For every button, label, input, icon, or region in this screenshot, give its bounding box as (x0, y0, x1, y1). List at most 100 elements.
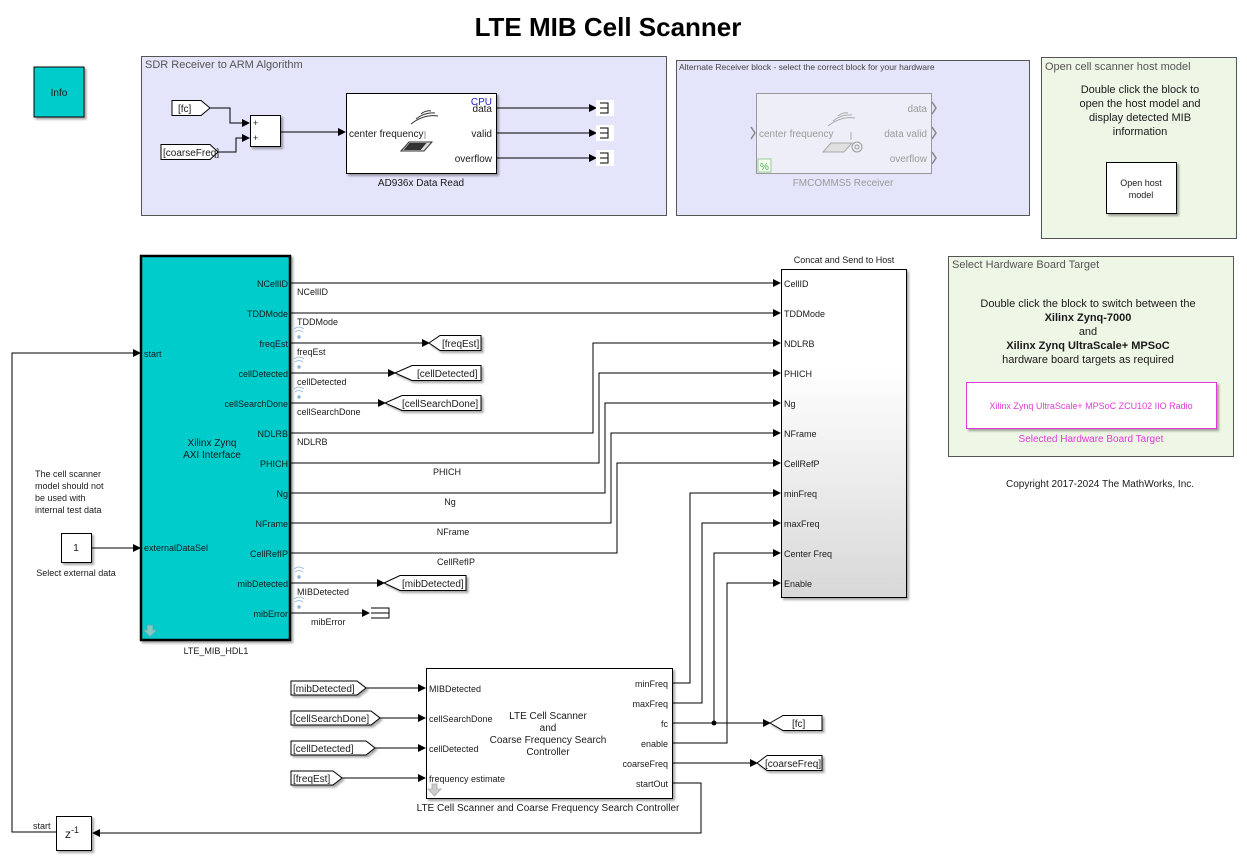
fmcomms5-block-name: FMCOMMS5 Receiver (793, 178, 894, 189)
concat-in-port-ng: Ng (784, 399, 796, 409)
signal-logging-icon (293, 356, 305, 369)
hdl-out-port-ng: Ng (276, 489, 288, 499)
concat-in-port-cellid: CellID (784, 279, 809, 289)
goto-celldetected-label: [cellDetected] (417, 369, 478, 380)
open-host-desc-3: display detected MIB (1089, 112, 1191, 124)
unit-delay-block[interactable] (56, 816, 92, 851)
branch-point (711, 720, 717, 726)
fmcomms5-out-data: data (908, 104, 928, 115)
concat-in-port-maxfreq: maxFreq (784, 519, 820, 529)
goto-fc-tag[interactable] (768, 715, 823, 731)
hdl-block-name: LTE_MIB_HDL1 (184, 646, 249, 656)
goto-cellsearchdone-tag[interactable] (383, 395, 482, 411)
fmcomms5-receiver-block[interactable] (756, 93, 932, 174)
terminator-valid[interactable] (596, 125, 614, 141)
signal-label-phich: PHICH (433, 467, 461, 477)
goto-mibdetected-tag[interactable] (382, 575, 467, 591)
hdl-out-port-mibdetected: mibDetected (237, 579, 288, 589)
down-arrow-icon (142, 624, 158, 638)
from-celldetected-tag[interactable] (290, 740, 376, 756)
constant-block[interactable] (61, 533, 92, 563)
fmcomms5-input-port-icon (750, 126, 756, 140)
note-line-3: be used with (35, 493, 86, 503)
signal-label-cellrefip: CellRefIP (437, 557, 475, 567)
from-freqest-tag[interactable] (290, 770, 343, 786)
goto-freqest-tag[interactable] (428, 335, 482, 351)
cell-scanner-controller-block[interactable] (426, 668, 673, 799)
from-fc-tag[interactable]: [fc] (171, 100, 211, 116)
sum-sign-1: + (253, 118, 258, 128)
terminator-miberror[interactable] (371, 607, 390, 619)
controller-in-port-mibdetected: MIBDetected (429, 684, 481, 694)
fmcomms5-in-center-frequency: center frequency (759, 129, 834, 140)
ad936x-out-overflow: overflow (455, 154, 493, 165)
controller-center-line-4: Controller (526, 747, 570, 758)
hdl-center-line-1: Xilinx Zynq (188, 438, 237, 449)
note-line-1: The cell scanner (35, 469, 101, 479)
sum-block[interactable] (250, 115, 281, 147)
hdl-in-externaldatasel: externalDataSel (144, 543, 208, 553)
hw-desc-zynq7000: Xilinx Zynq-7000 (1045, 312, 1132, 324)
signal-label-ng: Ng (444, 497, 456, 507)
wire-fc-to-sum (210, 107, 250, 127)
terminator-overflow[interactable] (596, 150, 614, 166)
controller-out-port-minfreq: minFreq (635, 679, 668, 689)
open-host-model-button[interactable] (1106, 162, 1177, 214)
signal-label-freqest: freqEst (297, 347, 326, 357)
concat-in-port-minfreq: minFreq (784, 489, 817, 499)
signal-logging-icon (293, 596, 305, 609)
concat-in-port-tddmode: TDDMode (784, 309, 825, 319)
svg-text:[fc]: [fc] (178, 104, 192, 115)
concat-send-to-host-block[interactable] (781, 269, 907, 598)
svg-text:[coarseFreq]: [coarseFreq] (163, 148, 219, 159)
open-host-area-title: Open cell scanner host model (1045, 61, 1191, 73)
svg-text:%: % (760, 162, 769, 173)
hardware-board-target-block[interactable] (966, 382, 1217, 429)
hdl-output-ports: NCellIDTDDModefreqEstcellDetectedcellSea… (224, 279, 288, 619)
cpu-tag: CPU (471, 97, 492, 108)
terminator-data[interactable] (596, 100, 614, 116)
wire-maxfreq (672, 519, 781, 704)
hdl-out-port-cellsearchdone: cellSearchDone (224, 399, 288, 409)
hdl-out-port-miberror: mibError (253, 609, 288, 619)
controller-center-line-1: LTE Cell Scanner (509, 711, 587, 722)
hdl-out-port-phich: PHICH (260, 459, 288, 469)
antenna-icon (399, 110, 439, 152)
goto-celldetected-tag[interactable] (393, 365, 482, 381)
antenna-gear-icon (821, 112, 863, 153)
controller-ports: MIBDetectedcellSearchDonecellDetectedfre… (429, 679, 668, 789)
wire-minfreq (672, 489, 781, 684)
signal-label-tddmode: TDDMode (297, 317, 338, 327)
lte-mib-hdl-block[interactable] (139, 254, 292, 642)
alt-area-title: Alternate Receiver block - select the co… (679, 62, 935, 72)
ad936x-in-center-frequency: center frequency (349, 129, 424, 140)
signal-label-celldetected: cellDetected (297, 377, 347, 387)
fmcomms5-output-port-icon (931, 126, 937, 140)
signal-label-mibdetected: MIBDetected (297, 587, 349, 597)
signal-label-cellsearchdone: cellSearchDone (297, 407, 361, 417)
constant-value: 1 (73, 543, 79, 554)
hdl-out-port-ndlrb: NDLRB (257, 429, 288, 439)
signal-logging-icon (293, 566, 305, 579)
from-mibdetected-label: [mibDetected] (293, 684, 355, 695)
controller-out-port-enable: enable (641, 739, 668, 749)
ad936x-data-read-block[interactable] (346, 93, 497, 174)
info-block[interactable] (33, 66, 85, 118)
wire-start-feedback (11, 349, 141, 833)
hdl-out-port-tddmode: TDDMode (247, 309, 288, 319)
from-coarsefreq-tag[interactable]: [coarseFreq] (160, 144, 219, 160)
from-cellsearchdone-tag[interactable] (290, 710, 381, 726)
hdl-center-line-2: AXI Interface (183, 450, 241, 461)
hdl-out-port-freqest: freqEst (259, 339, 288, 349)
goto-coarsefreq-label: [coarseFreq] (765, 759, 821, 770)
goto-coarsefreq-tag[interactable] (756, 755, 823, 771)
from-mibdetected-tag[interactable] (290, 680, 367, 696)
variant-badge-icon: % (757, 158, 772, 173)
fmcomms5-output-port-icon (931, 151, 937, 165)
signal-label-ncellid: NCellID (297, 287, 329, 297)
hw-desc-ultrascale: Xilinx Zynq UltraScale+ MPSoC (1006, 340, 1170, 352)
controller-out-port-coarsefreq: coarseFreq (622, 759, 668, 769)
ad936x-block-name: AD936x Data Read (378, 178, 464, 189)
wire-cellrefip (290, 459, 781, 554)
controller-out-port-maxfreq: maxFreq (632, 699, 668, 709)
